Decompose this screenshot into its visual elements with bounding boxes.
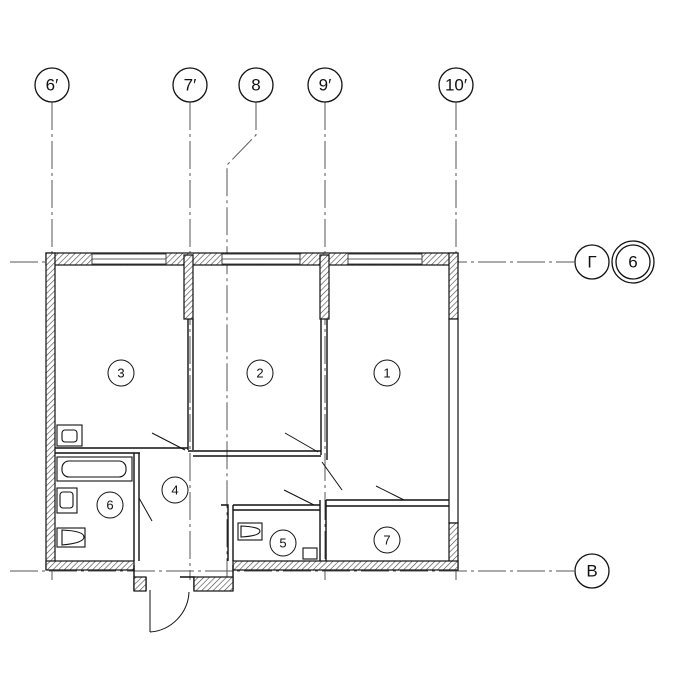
room-label-5: 5 bbox=[269, 529, 297, 557]
room-label-6: 6 bbox=[96, 491, 124, 519]
fixtures bbox=[56, 424, 318, 560]
grid-label-10: 10′ bbox=[445, 76, 467, 95]
bottom-wall-left bbox=[45, 560, 135, 571]
room-number-1: 1 bbox=[383, 366, 390, 381]
room-number-4: 4 bbox=[171, 483, 178, 498]
room-label-4: 4 bbox=[161, 476, 189, 504]
room-label-3: 3 bbox=[107, 359, 135, 387]
section-mark: 6 bbox=[611, 240, 655, 284]
interior-walls bbox=[55, 254, 449, 561]
washing-machine bbox=[302, 547, 318, 560]
grid-label-7: 7′ bbox=[184, 76, 197, 95]
grid-label-G: Г bbox=[587, 253, 596, 272]
right-wall-upper bbox=[448, 252, 459, 320]
grid-label-8: 8 bbox=[251, 76, 260, 95]
partition-7 bbox=[183, 254, 194, 320]
exterior-walls bbox=[45, 252, 459, 592]
partition-9 bbox=[319, 254, 330, 320]
room-number-7: 7 bbox=[383, 533, 390, 548]
grid-bubble-8: 8 bbox=[238, 67, 274, 103]
grid-bubble-6: 6′ bbox=[34, 67, 70, 103]
bottom-wall-right bbox=[232, 560, 459, 571]
room-label-7: 7 bbox=[373, 526, 401, 554]
grid-axes-horizontal bbox=[10, 261, 574, 572]
grid-label-V: В bbox=[586, 562, 597, 581]
section-mark-label: 6 bbox=[628, 253, 637, 272]
grid-bubble-10: 10′ bbox=[438, 67, 474, 103]
left-wall bbox=[45, 252, 56, 570]
room-number-3: 3 bbox=[117, 366, 124, 381]
axis-line-8 bbox=[226, 102, 257, 580]
room-label-1: 1 bbox=[373, 359, 401, 387]
grid-bubble-9: 9′ bbox=[307, 67, 343, 103]
room-number-6: 6 bbox=[106, 498, 113, 513]
room-number-5: 5 bbox=[279, 536, 286, 551]
grid-label-9: 9′ bbox=[319, 76, 332, 95]
room-number-2: 2 bbox=[256, 366, 263, 381]
grid-bubble-V: В bbox=[574, 553, 610, 589]
grid-bubble-7: 7′ bbox=[172, 67, 208, 103]
grid-bubble-G: Г bbox=[574, 244, 610, 280]
door-swings bbox=[138, 432, 405, 633]
room-label-2: 2 bbox=[246, 359, 274, 387]
grid-label-6: 6′ bbox=[46, 76, 59, 95]
